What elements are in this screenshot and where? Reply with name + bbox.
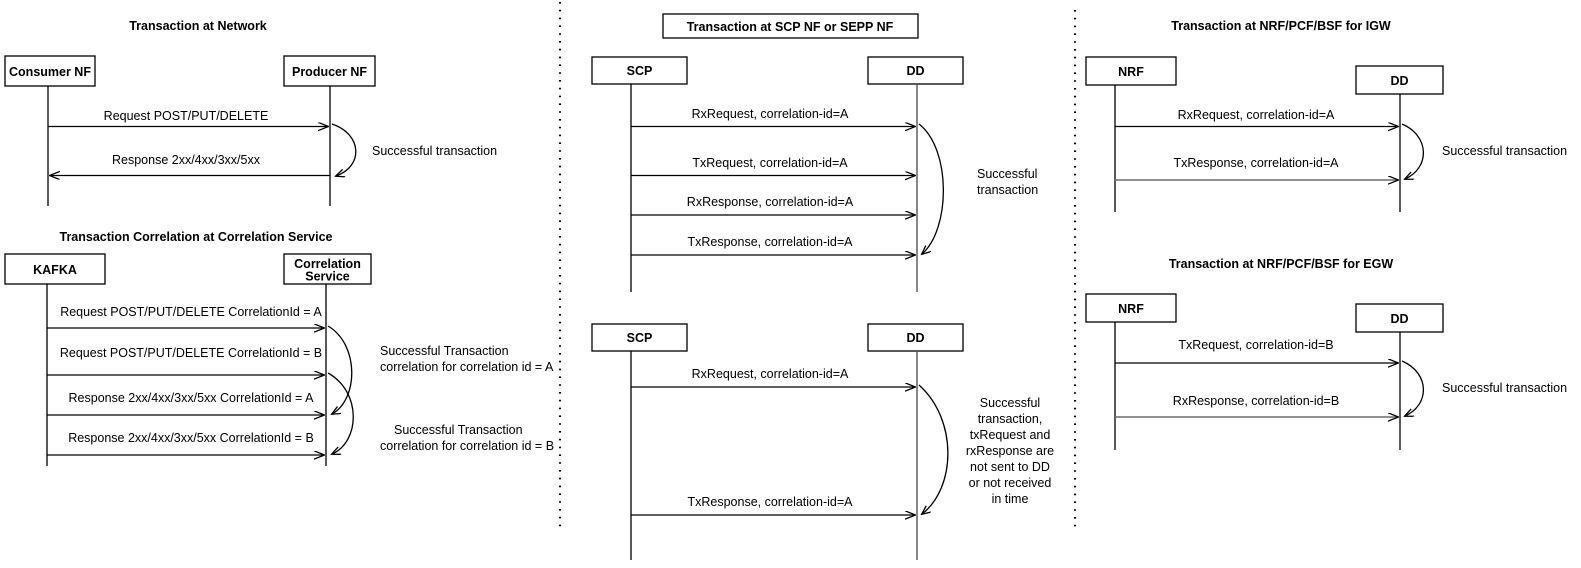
message-label-right-bottom-1: RxResponse, correlation-id=B xyxy=(1173,394,1339,408)
self-curve-middle-top xyxy=(918,123,944,254)
message-label-left-bottom-0: Request POST/PUT/DELETE CorrelationId = … xyxy=(60,305,322,319)
note-left-bottom-0-line2: correlation for correlation id = A xyxy=(380,360,554,374)
participant-label-dd-middle-top: DD xyxy=(906,64,924,78)
participant-label-dd-middle-bottom: DD xyxy=(906,331,924,345)
note-left-bottom-0-line1: Successful Transaction xyxy=(380,344,509,358)
message-label-left-top-1: Response 2xx/4xx/3xx/5xx xyxy=(112,153,261,167)
participant-box-consumer-nf xyxy=(4,55,96,87)
participant-box-dd-right-top xyxy=(1355,65,1444,95)
message-label-left-top-0: Request POST/PUT/DELETE xyxy=(104,109,269,123)
participant-box-dd-middle-bottom xyxy=(867,323,964,352)
note-middle-bottom-line6: or not received xyxy=(969,476,1052,490)
message-label-left-bottom-3: Response 2xx/4xx/3xx/5xx CorrelationId =… xyxy=(68,431,314,445)
self-curve-middle-bottom xyxy=(918,384,949,514)
participant-box-nrf-bottom xyxy=(1085,293,1177,323)
message-label-right-top-1: TxResponse, correlation-id=A xyxy=(1173,156,1339,170)
message-label-middle-bottom-1: TxResponse, correlation-id=A xyxy=(687,495,853,509)
message-label-right-top-0: RxRequest, correlation-id=A xyxy=(1178,108,1335,122)
right-top-title: Transaction at NRF/PCF/BSF for IGW xyxy=(1171,19,1391,33)
middle-top-title: Transaction at SCP NF or SEPP NF xyxy=(687,20,894,34)
self-curve-left-top xyxy=(331,123,357,176)
note-middle-top-line1: Successful xyxy=(977,167,1037,181)
message-label-left-bottom-1: Request POST/PUT/DELETE CorrelationId = … xyxy=(60,346,322,360)
participant-label-dd-right-top: DD xyxy=(1390,74,1408,88)
participant-label-nrf-top: NRF xyxy=(1118,65,1144,79)
note-left-bottom-1-line2: correlation for correlation id = B xyxy=(380,439,554,453)
message-label-middle-top-1: TxRequest, correlation-id=A xyxy=(692,156,848,170)
note-middle-bottom-line2: transaction, xyxy=(978,412,1043,426)
note-middle-bottom-line5: not sent to DD xyxy=(970,460,1050,474)
note-right-bottom: Successful transaction xyxy=(1442,381,1567,395)
participant-label-dd-right-bottom: DD xyxy=(1390,312,1408,326)
participant-box-kafka xyxy=(4,253,106,285)
left-top-title: Transaction at Network xyxy=(129,19,267,33)
right-bottom-title: Transaction at NRF/PCF/BSF for EGW xyxy=(1169,257,1394,271)
note-middle-top-line2: transaction xyxy=(977,183,1038,197)
message-label-middle-top-3: TxResponse, correlation-id=A xyxy=(687,235,853,249)
note-middle-bottom-line4: rxResponse are xyxy=(966,444,1054,458)
note-middle-bottom-line7: in time xyxy=(992,492,1029,506)
note-middle-bottom-line1: Successful xyxy=(980,396,1040,410)
self-curve-right-top xyxy=(1401,123,1425,179)
participant-label-scp-bottom: SCP xyxy=(627,331,653,345)
participant-box-correlation-service xyxy=(283,253,372,285)
note-left-bottom-1-line1: Successful Transaction xyxy=(394,423,523,437)
self-curve-left-bottom-a xyxy=(327,325,353,414)
note-middle-bottom-line3: txRequest and xyxy=(970,428,1051,442)
left-bottom-title: Transaction Correlation at Correlation S… xyxy=(60,230,333,244)
participant-box-scp-bottom xyxy=(591,323,688,352)
participant-box-scp-top xyxy=(591,56,688,85)
participant-label-correlation-service-line2: Service xyxy=(305,270,350,284)
message-label-middle-bottom-0: RxRequest, correlation-id=A xyxy=(692,367,849,381)
participant-label-scp-top: SCP xyxy=(627,64,653,78)
participant-label-producer-nf: Producer NF xyxy=(292,65,367,79)
note-right-top: Successful transaction xyxy=(1442,144,1567,158)
participant-label-consumer-nf: Consumer NF xyxy=(9,65,91,79)
self-curve-left-bottom-b xyxy=(327,372,354,454)
participant-label-kafka: KAFKA xyxy=(33,263,77,277)
participant-box-dd-middle-top xyxy=(867,56,964,85)
message-label-left-bottom-2: Response 2xx/4xx/3xx/5xx CorrelationId =… xyxy=(69,391,315,405)
middle-top-title-box xyxy=(662,13,919,39)
participant-box-nrf-top xyxy=(1085,56,1177,86)
participant-label-correlation-service-line1: Correlation xyxy=(294,257,361,271)
message-label-middle-top-2: RxResponse, correlation-id=A xyxy=(687,195,854,209)
self-curve-right-bottom xyxy=(1401,360,1425,416)
participant-label-nrf-bottom: NRF xyxy=(1118,302,1144,316)
message-label-right-bottom-0: TxRequest, correlation-id=B xyxy=(1178,338,1333,352)
note-left-top-0: Successful transaction xyxy=(372,144,497,158)
message-label-middle-top-0: RxRequest, correlation-id=A xyxy=(692,107,849,121)
